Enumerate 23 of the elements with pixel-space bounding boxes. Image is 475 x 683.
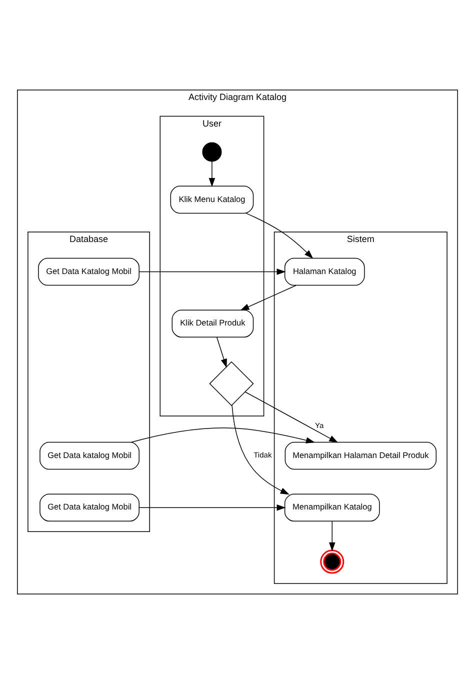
node-box: Klik Detail Produk (172, 309, 254, 337)
arrow (208, 160, 216, 187)
node-circle (320, 549, 344, 574)
node-diamond (209, 360, 254, 406)
node-box: Get Data katalog Mobil (40, 493, 140, 521)
arrow (246, 212, 314, 258)
edge-label: Tidak (254, 450, 272, 460)
node-box: Menampilkan Katalog (284, 493, 380, 521)
edge-label: Ya (315, 420, 324, 430)
arrow (130, 427, 316, 443)
arrow (138, 504, 286, 510)
arrow (232, 404, 290, 494)
node-box: Menampilkan Halaman Detail Produk (284, 441, 437, 470)
node-box: Get Data katalog Mobil (40, 441, 140, 470)
arrow (139, 268, 286, 274)
arrow (328, 520, 336, 551)
arrow (240, 284, 296, 310)
node-circle (202, 142, 222, 162)
node-box: Klik Menu Katalog (170, 185, 254, 214)
arrow (216, 336, 227, 368)
node-box: Halaman Katalog (284, 257, 365, 286)
arrow (244, 391, 338, 442)
node-box: Get Data Katalog Mobil (38, 257, 140, 286)
